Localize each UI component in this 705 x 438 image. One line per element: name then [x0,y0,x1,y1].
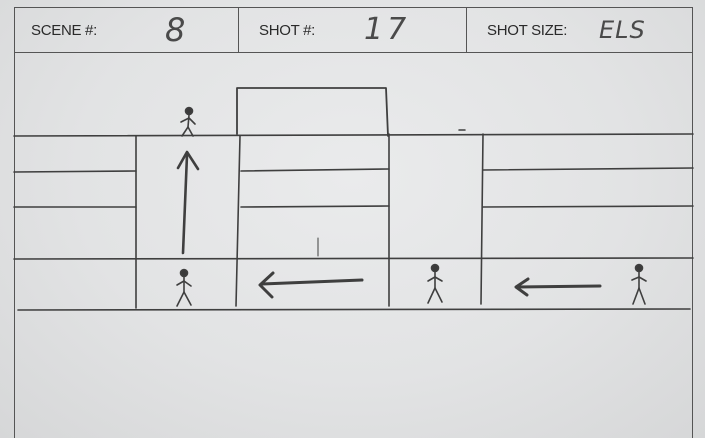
stick-figure-top [181,108,195,137]
up-arrow [178,152,198,253]
stick-figure-2 [428,265,442,304]
stick-figure-1 [177,270,191,307]
stick-figure-3 [632,265,646,305]
horizontal-lines [14,134,693,310]
building-outline [237,88,388,136]
left-arrow-2 [516,279,600,295]
left-arrow-1 [260,273,362,297]
